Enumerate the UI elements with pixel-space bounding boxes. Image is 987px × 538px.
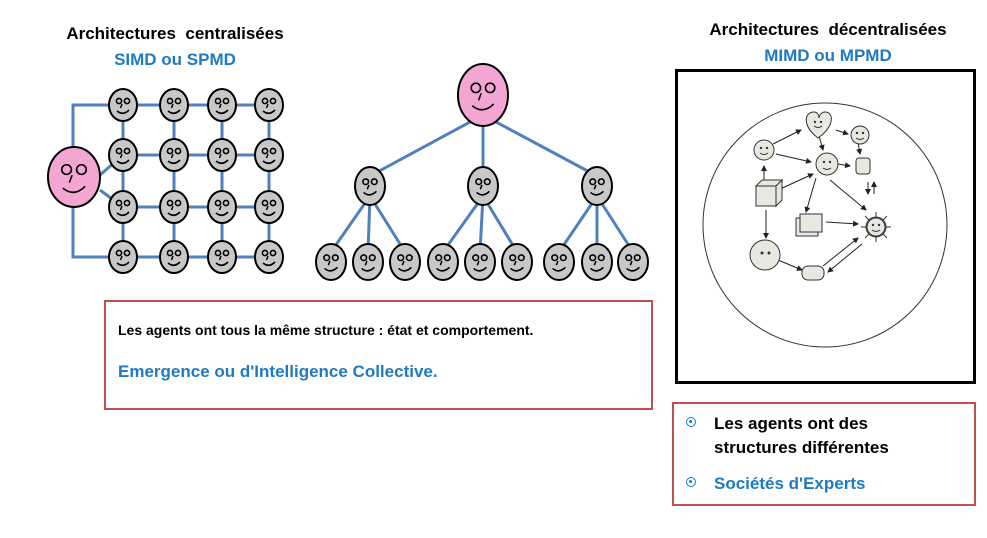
agent-face-icon bbox=[581, 243, 613, 281]
agent-face-icon bbox=[207, 138, 237, 172]
uniform-structure-text: Les agents ont tous la même structure : … bbox=[118, 322, 534, 338]
agent-face-icon bbox=[159, 88, 189, 122]
agent-face-icon bbox=[501, 243, 533, 281]
agent-face-icon bbox=[159, 138, 189, 172]
round-agent-icon bbox=[753, 139, 775, 161]
cylinder-agent-icon bbox=[855, 157, 871, 175]
bullet-text-structures: Les agents ont des structures différente… bbox=[714, 414, 889, 457]
leader-face-icon bbox=[457, 63, 509, 127]
agent-face-icon bbox=[254, 190, 284, 224]
agent-face-icon bbox=[389, 243, 421, 281]
right-subtitle: MIMD ou MPMD bbox=[764, 46, 892, 65]
smiley-agent-icon bbox=[850, 125, 870, 145]
agent-face-icon bbox=[254, 240, 284, 274]
uniform-agents-box: Les agents ont tous la même structure : … bbox=[104, 300, 653, 410]
left-title: Architectures centralisées bbox=[66, 24, 284, 43]
agent-face-icon bbox=[207, 190, 237, 224]
bullet-text-experts: Sociétés d'Experts bbox=[714, 474, 866, 493]
society-boundary bbox=[702, 102, 948, 348]
right-title: Architectures décentralisées bbox=[709, 20, 947, 39]
agent-face-icon bbox=[207, 88, 237, 122]
large-agent-icon bbox=[749, 239, 781, 271]
agent-face-icon bbox=[108, 88, 138, 122]
agent-face-icon bbox=[352, 243, 384, 281]
center-agent-icon bbox=[815, 152, 839, 176]
heart-agent-icon bbox=[805, 111, 832, 139]
agent-face-icon bbox=[354, 166, 386, 206]
bullet-icon bbox=[686, 477, 696, 487]
agent-face-icon bbox=[464, 243, 496, 281]
agent-faces bbox=[47, 63, 649, 281]
bullet-icon bbox=[686, 417, 696, 427]
agent-face-icon bbox=[315, 243, 347, 281]
heterogeneous-agents-box: Les agents ont des structures différente… bbox=[672, 402, 976, 506]
agent-face-icon bbox=[617, 243, 649, 281]
agent-face-icon bbox=[108, 138, 138, 172]
agent-face-icon bbox=[581, 166, 613, 206]
heterogeneous-agents-diagram bbox=[702, 102, 948, 348]
agent-face-icon bbox=[543, 243, 575, 281]
agent-face-icon bbox=[467, 166, 499, 206]
collective-intelligence-text: Emergence ou d'Intelligence Collective. bbox=[118, 362, 438, 381]
left-subtitle: SIMD ou SPMD bbox=[114, 50, 236, 69]
agent-face-icon bbox=[159, 240, 189, 274]
cube-agent-icon bbox=[755, 185, 777, 207]
agent-face-icon bbox=[427, 243, 459, 281]
decentralized-panel bbox=[675, 69, 976, 384]
agent-face-icon bbox=[254, 88, 284, 122]
agent-face-icon bbox=[108, 190, 138, 224]
capsule-agent-icon bbox=[801, 265, 825, 281]
agent-face-icon bbox=[207, 240, 237, 274]
grid-network-links bbox=[71, 103, 271, 259]
agent-face-icon bbox=[159, 190, 189, 224]
bullet-item-experts: Sociétés d'Experts bbox=[686, 472, 865, 496]
bullet-item-structures: Les agents ont des structures différente… bbox=[686, 412, 954, 460]
leader-face-icon bbox=[47, 146, 101, 208]
agent-face-icon bbox=[254, 138, 284, 172]
agent-face-icon bbox=[108, 240, 138, 274]
